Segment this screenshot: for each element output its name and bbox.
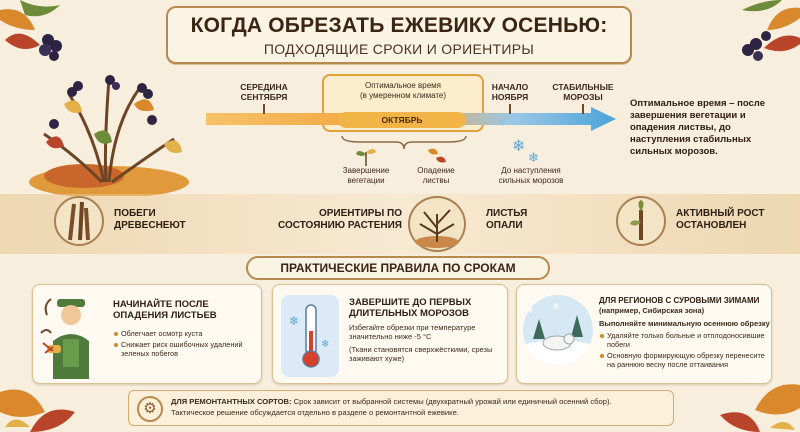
blackberry-bush-illustration	[29, 75, 189, 196]
card3-lead: Выполняйте минимальную осеннюю обрезку	[599, 319, 770, 328]
footer-text2: Тактическое решение обсуждается отдельно…	[171, 408, 459, 417]
snowflake-icon: ❄	[498, 118, 507, 129]
card1-bullets: Облегчает осмотр куста Снижает риск ошиб…	[113, 329, 253, 360]
leaf-fall-icon	[428, 148, 446, 163]
card2-note: (Ткани становятся сверхжёсткими, срезы з…	[349, 345, 493, 363]
winter-landscape-icon: ❄ ❄	[523, 295, 593, 365]
optimal-time-note: (в умеренном климате)	[359, 91, 447, 100]
month-badge: ОКТЯБРЬ	[338, 112, 466, 128]
svg-text:❄: ❄	[527, 306, 534, 315]
bottom-right-leaves-decoration	[720, 384, 800, 432]
optimal-time-title: Оптимальное время	[365, 81, 441, 90]
rule-card-harsh-winters: ❄ ❄ ДЛЯ РЕГИОНОВ С СУРОВЫМИ ЗИМАМИ (напр…	[516, 284, 772, 384]
top-right-berries-decoration	[742, 0, 800, 61]
snowflake-icon: ❄	[528, 150, 539, 165]
woody-shoots-icon	[54, 196, 104, 246]
list-item: Основную формирующую обрезку перенесите …	[599, 351, 769, 369]
footer-label: ДЛЯ РЕМОНТАНТНЫХ СОРТОВ:	[171, 397, 292, 406]
card3-title: ДЛЯ РЕГИОНОВ С СУРОВЫМИ ЗИМАМИ	[599, 296, 760, 305]
stopped-growth-icon	[616, 196, 666, 246]
indicators-strip	[0, 194, 800, 254]
card3-subtitle: (например, Сибирская зона)	[599, 306, 705, 315]
footer-note: ⚙ ДЛЯ РЕМОНТАНТНЫХ СОРТОВ: Срок зависит …	[128, 390, 674, 426]
card2-text: Избегайте обрезки при температуре значит…	[349, 323, 476, 341]
svg-text:❄: ❄	[289, 314, 299, 328]
optimal-bracket	[341, 135, 467, 150]
svg-text:❄: ❄	[321, 339, 329, 350]
tick-early-november	[509, 104, 511, 114]
page-subtitle: ПОДХОДЯЩИЕ СРОКИ И ОРИЕНТИРЫ	[263, 41, 535, 57]
end-vegetation-icon	[356, 149, 376, 166]
list-item: Облегчает осмотр куста	[113, 329, 253, 338]
tick-stable-frosts	[582, 104, 584, 114]
frost-thermometer-icon: ❄ ❄	[281, 295, 339, 377]
bare-bush-icon	[408, 196, 466, 252]
title-banner: КОГДА ОБРЕЗАТЬ ЕЖЕВИКУ ОСЕНЬЮ: ПОДХОДЯЩИ…	[166, 6, 632, 64]
list-item: Снижает риск ошибочных удалений зеленых …	[113, 340, 253, 358]
side-note: Оптимальное время – после завершения вег…	[630, 98, 765, 157]
snowflake-icon: ❄	[512, 138, 526, 155]
top-left-berries-decoration	[0, 0, 62, 61]
card3-bullets: Удаляйте только больные и отплодоносивши…	[599, 331, 769, 371]
tick-mid-september	[263, 104, 265, 114]
rules-header: ПРАКТИЧЕСКИЕ ПРАВИЛА ПО СРОКАМ	[246, 256, 550, 280]
page-title: КОГДА ОБРЕЗАТЬ ЕЖЕВИКУ ОСЕНЬЮ:	[190, 14, 608, 37]
gardener-icon	[40, 298, 89, 379]
list-item: Удаляйте только больные и отплодоносивши…	[599, 331, 769, 349]
svg-text:❄: ❄	[553, 302, 560, 311]
bottom-left-leaves-decoration	[0, 389, 75, 432]
gear-icon: ⚙	[137, 396, 163, 422]
footer-text: Срок зависит от выбранной системы (двухк…	[293, 397, 612, 406]
